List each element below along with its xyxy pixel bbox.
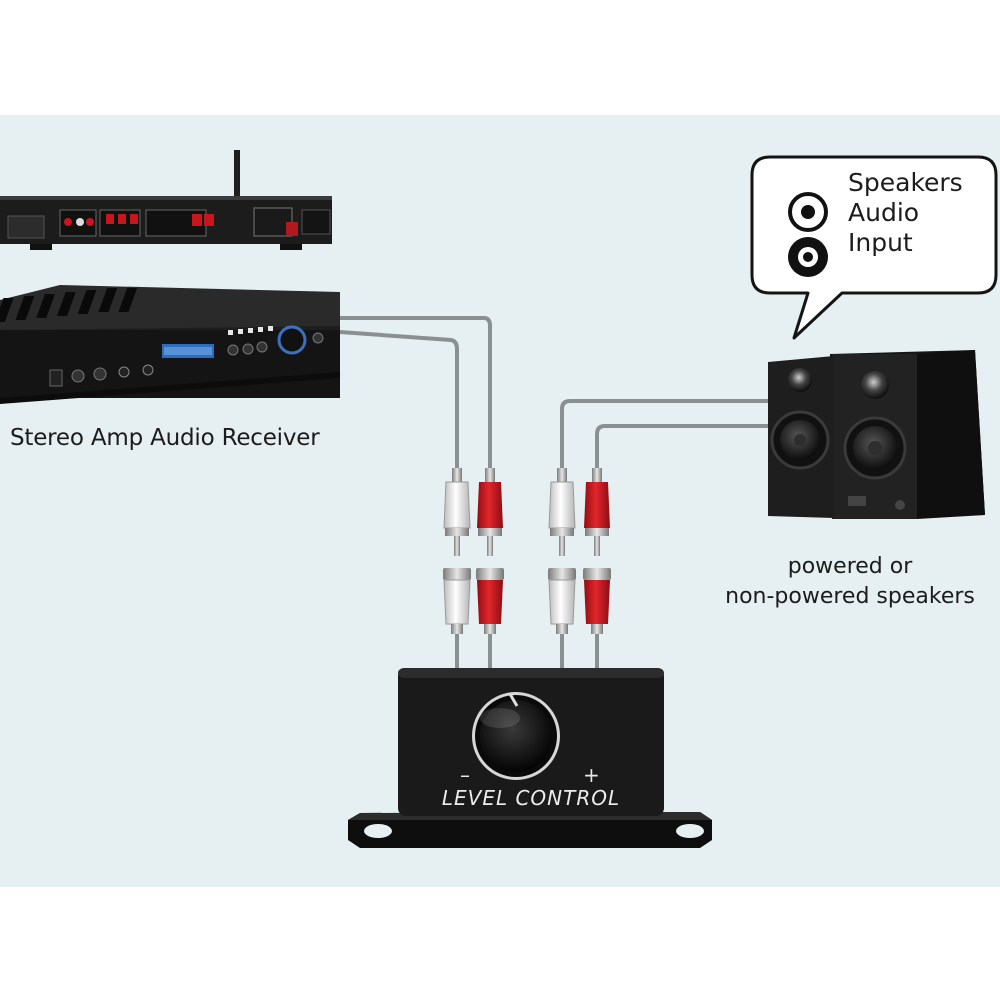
cable-receiver-white — [339, 330, 459, 470]
vent-slots — [0, 288, 138, 322]
callout-line3: Input — [848, 228, 913, 257]
tweeter-icon — [861, 371, 889, 399]
level-control-label: LEVEL CONTROL — [441, 786, 621, 810]
rca-jack-red-1 — [476, 568, 504, 634]
rca-plug-white-2 — [548, 468, 576, 556]
receiver-label: Stereo Amp Audio Receiver — [10, 425, 320, 451]
speakers-caption-line2: non-powered speakers — [725, 584, 975, 609]
volume-knob-icon — [277, 325, 307, 355]
receiver-front — [0, 285, 340, 404]
rca-jack-black-icon — [788, 237, 828, 277]
rca-jack-white-1 — [443, 568, 471, 634]
rca-plug-white-1 — [443, 468, 471, 556]
speakers-caption: powered or non-powered speakers — [700, 552, 1000, 612]
speakers-caption-line1: powered or — [787, 554, 913, 579]
level-control-device — [348, 668, 712, 848]
rca-plug-red-2 — [584, 468, 610, 556]
rca-jack-white-2 — [548, 568, 576, 634]
callout-line1: Speakers — [848, 168, 963, 197]
receiver-rear-panel — [0, 150, 332, 250]
callout-text: Speakers Audio Input — [848, 168, 963, 258]
speaker-input-callout — [750, 155, 998, 340]
volume-knob[interactable] — [472, 692, 560, 780]
volume-down-label: – — [460, 763, 470, 787]
tweeter-icon — [788, 368, 812, 392]
audio-cables — [339, 316, 800, 672]
cable-speaker-white — [560, 399, 800, 470]
cable-speaker-red — [595, 424, 800, 470]
rca-plug-red-1 — [477, 468, 503, 556]
rca-jack-white-icon — [788, 192, 828, 232]
callout-line2: Audio — [848, 198, 920, 227]
rca-jack-red-2 — [583, 568, 611, 634]
speaker-pair — [768, 350, 985, 519]
cable-receiver-red — [340, 316, 492, 470]
volume-up-label: + — [583, 763, 600, 787]
